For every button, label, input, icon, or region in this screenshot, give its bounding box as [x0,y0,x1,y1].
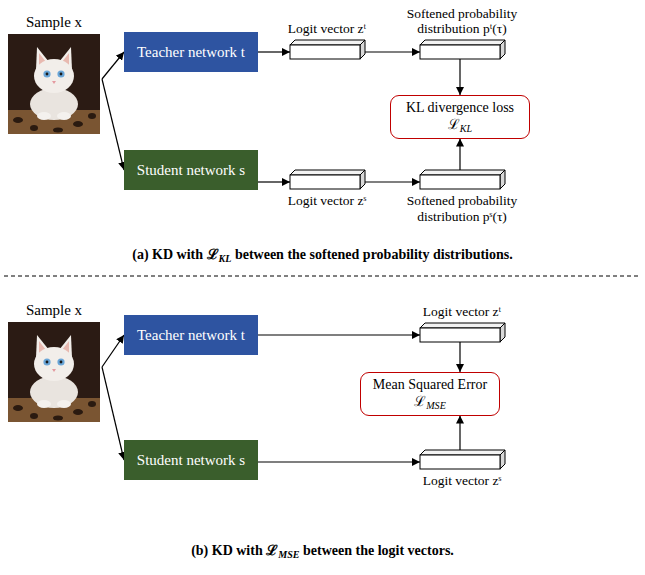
vector-label: Softened probability distribution pˢ(τ) [396,193,528,224]
sample-label: Sample x [2,302,106,319]
arrow-connector [459,416,460,450]
arrow-connector [459,139,460,170]
sample-image: Sample x [8,322,100,422]
dashed-separator [4,276,641,277]
loss-label: Mean Squared Error ℒMSE [369,377,491,411]
vector-bar [420,45,500,59]
loss-label: KL divergence loss ℒKL [399,100,521,134]
vector-node: Logit vector zᵗ [420,328,500,342]
vector-bar [290,45,360,59]
network-label: Teacher network t [137,44,245,61]
subscript: MSE [278,549,299,560]
vector-node: Softened probability distribution pˢ(τ) [420,175,500,189]
network-label: Student network s [137,452,245,469]
arrow-connector [258,51,290,52]
student-box: Student network s [124,150,258,190]
panel-caption: (b) KD with ℒMSE between the logit vecto… [0,540,645,559]
vector-node: Logit vector zᵗ [290,45,360,59]
vector-bar [420,328,500,342]
vector-label: Logit vector zˢ [261,193,393,209]
arrow-connector [102,52,124,79]
arrow-connector [459,342,460,372]
loss-box: KL divergence loss ℒKL [390,95,530,139]
cat-photo [8,322,100,422]
cat-photo [8,34,100,134]
student-box: Student network s [124,440,258,480]
teacher-box: Teacher network t [124,315,258,355]
network-label: Teacher network t [137,327,245,344]
subscript: MSE [426,400,446,411]
arrow-connector [365,181,420,182]
arrow-connector [102,335,124,367]
subscript: KL [219,253,232,264]
vector-label: Logit vector zᵗ [261,21,393,37]
vector-bar [290,175,360,189]
teacher-box: Teacher network t [124,32,258,72]
subscript: KL [460,123,472,134]
panel-caption: (a) KD with ℒKL between the softened pro… [0,244,645,263]
sample-label: Sample x [2,14,106,31]
vector-label: Logit vector zᵗ [396,304,528,320]
network-label: Student network s [137,162,245,179]
vector-node: Logit vector zˢ [290,175,360,189]
vector-node: Logit vector zˢ [420,455,500,469]
arrow-connector [459,59,460,95]
sample-image: Sample x [8,34,100,134]
arrow-connector [102,367,124,460]
vector-node: Softened probability distribution pᵗ(τ) [420,45,500,59]
loss-box: Mean Squared Error ℒMSE [360,372,500,416]
arrow-connector [258,461,420,462]
vector-bar [420,455,500,469]
vector-label: Softened probability distribution pᵗ(τ) [396,6,528,37]
arrow-connector [258,334,420,335]
vector-label: Logit vector zˢ [396,473,528,489]
arrow-connector [365,51,420,52]
vector-bar [420,175,500,189]
arrow-connector [102,79,124,170]
arrow-connector [258,181,290,182]
